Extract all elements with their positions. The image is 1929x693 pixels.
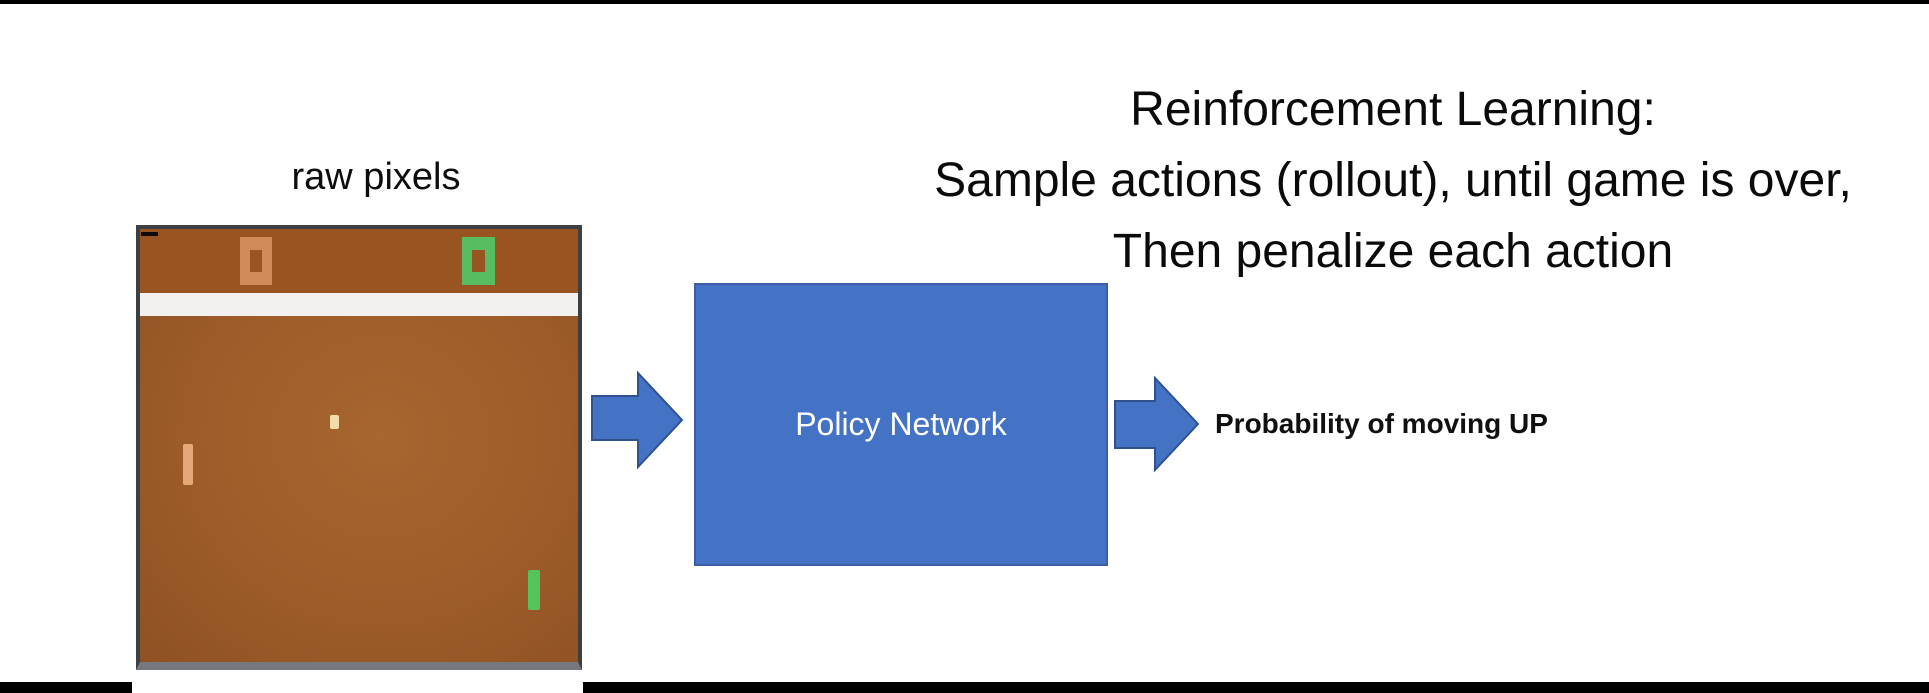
raw-pixels-label: raw pixels xyxy=(291,156,461,198)
pong-top-wall xyxy=(140,293,578,316)
bottom-border-bar-left xyxy=(0,682,132,693)
output-arrow-icon xyxy=(1114,375,1200,473)
pong-game-screenshot xyxy=(136,225,582,670)
input-arrow-icon xyxy=(591,370,684,470)
pong-score-band xyxy=(140,229,578,293)
probability-output-label: Probability of moving UP xyxy=(1215,408,1548,439)
bottom-border-bar-right xyxy=(583,682,1929,693)
title-line-2: Sample actions (rollout), until game is … xyxy=(934,154,1852,207)
policy-network-label: Policy Network xyxy=(795,406,1007,442)
top-border-bar xyxy=(0,0,1929,4)
pong-field xyxy=(140,316,578,662)
pong-left-paddle xyxy=(183,444,193,485)
pong-ball xyxy=(330,415,339,429)
policy-network-box: Policy Network xyxy=(694,283,1108,566)
pong-left-score-zero xyxy=(240,237,272,285)
title-line-1: Reinforcement Learning: xyxy=(1130,83,1656,136)
pong-playfield xyxy=(140,229,578,662)
pong-right-score-zero xyxy=(462,237,495,285)
slide-title: Reinforcement Learning: Sample actions (… xyxy=(857,74,1929,287)
pong-corner-dash xyxy=(141,232,158,236)
pong-right-paddle xyxy=(528,570,540,610)
title-line-3: Then penalize each action xyxy=(1112,225,1674,278)
